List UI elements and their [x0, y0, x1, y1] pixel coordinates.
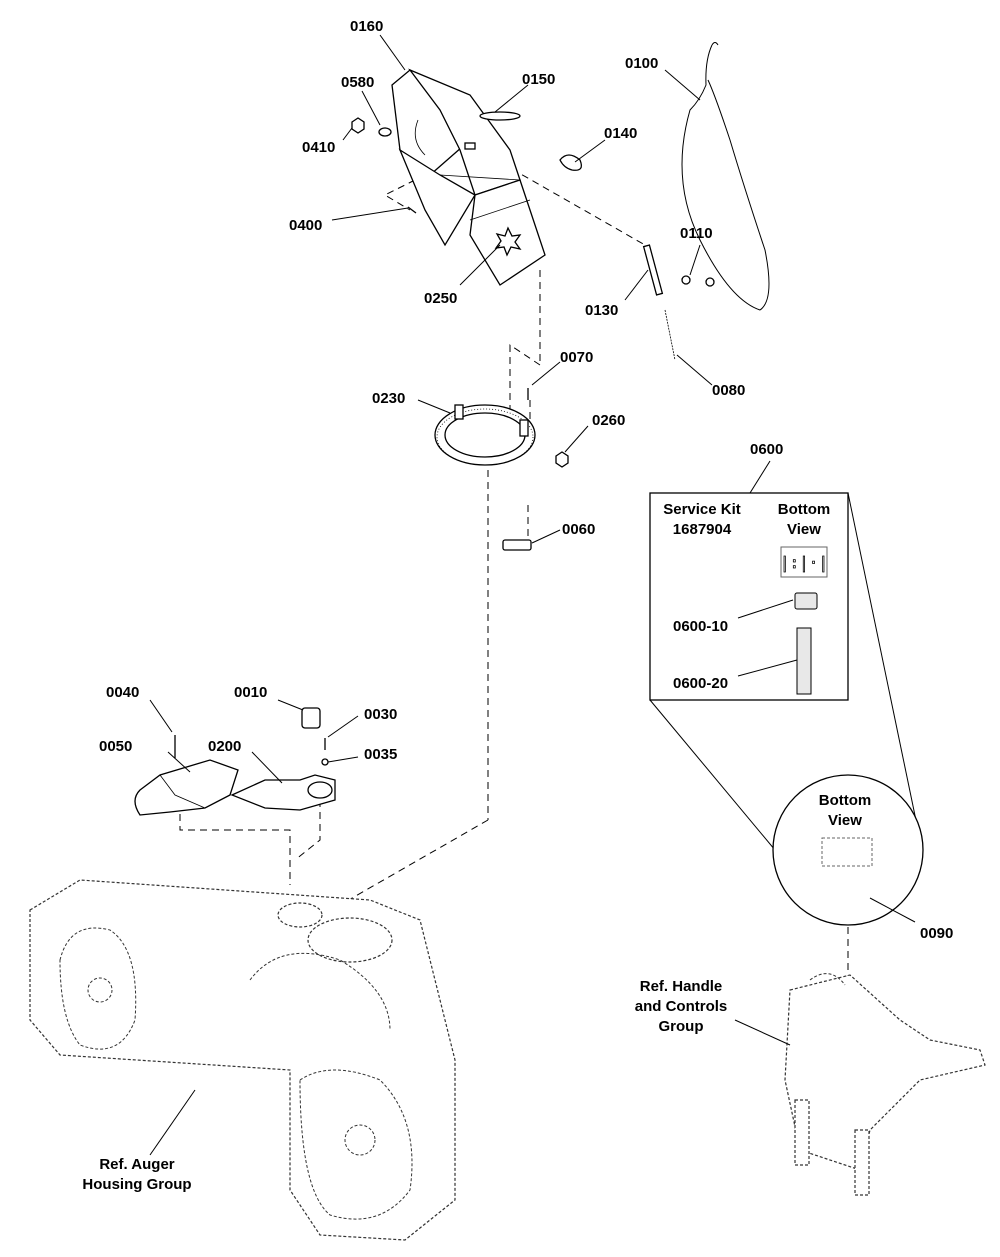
kit-bottom-view-label-2: View — [787, 521, 821, 538]
callout-0250: 0250 — [424, 290, 457, 307]
motor-cover-0050 — [134, 759, 239, 816]
callout-0040: 0040 — [106, 684, 139, 701]
harness-0600-20 — [796, 627, 812, 695]
detail-circle — [772, 774, 924, 926]
ref-auger-line1: Ref. Auger — [99, 1156, 174, 1173]
callout-0410: 0410 — [302, 139, 335, 156]
reference-labels: Ref. Auger Housing Group Ref. Handle and… — [82, 978, 727, 1193]
service-kit-text: Service Kit 1687904 Bottom View — [663, 501, 830, 538]
service-kit-number: 1687904 — [673, 521, 732, 538]
callout-0600-10: 0600-10 — [673, 618, 728, 635]
callout-0060: 0060 — [562, 521, 595, 538]
control-cable — [642, 42, 770, 361]
ref-handle-line2: and Controls — [635, 998, 728, 1015]
callout-0580: 0580 — [341, 74, 374, 91]
callout-labels: 0160 0580 0410 0150 0100 0140 0400 0110 … — [99, 18, 953, 942]
circle-bottom-view-label: Bottom — [819, 792, 872, 809]
assembly-lines — [179, 144, 849, 985]
ref-handle-line3: Group — [659, 1018, 704, 1035]
callout-0600: 0600 — [750, 441, 783, 458]
handle-controls — [784, 891, 986, 1196]
chute-deflector — [391, 68, 546, 286]
chute-hardware — [351, 111, 583, 214]
callout-0110: 0110 — [680, 225, 713, 242]
callout-0230: 0230 — [372, 390, 405, 407]
service-kit-title: Service Kit — [663, 501, 741, 518]
callout-0260: 0260 — [592, 412, 625, 429]
ref-auger-line2: Housing Group — [82, 1176, 191, 1193]
callout-0035: 0035 — [364, 746, 397, 763]
callout-0010: 0010 — [234, 684, 267, 701]
clip-0140 — [559, 154, 583, 171]
callout-0400: 0400 — [289, 217, 322, 234]
callout-0200: 0200 — [208, 738, 241, 755]
nut-0410 — [351, 117, 365, 134]
callout-0150: 0150 — [522, 71, 555, 88]
star-decal-icon — [494, 226, 522, 257]
motor-assembly — [134, 707, 336, 816]
callout-0070: 0070 — [560, 349, 593, 366]
svg-text:|:|·|: |:|·| — [780, 553, 828, 572]
chute-ring-gear — [434, 388, 569, 551]
callout-0090: 0090 — [920, 925, 953, 942]
bottom-view-frame — [780, 546, 828, 578]
circle-bottom-view-label-2: View — [828, 812, 862, 829]
nut-0260 — [555, 451, 569, 468]
kit-bottom-view-label: Bottom — [778, 501, 831, 518]
switch-0600-10 — [794, 592, 818, 610]
washer-0580 — [378, 127, 392, 137]
callout-0600-20: 0600-20 — [673, 675, 728, 692]
motor-0200 — [230, 774, 336, 811]
callout-0160: 0160 — [350, 18, 383, 35]
callout-0030: 0030 — [364, 706, 397, 723]
ref-handle-line1: Ref. Handle — [640, 978, 723, 995]
service-kit-box: |:|·| — [649, 492, 919, 851]
callout-0080: 0080 — [712, 382, 745, 399]
auger-housing — [29, 879, 456, 1241]
pinion-gear-0010 — [301, 707, 321, 729]
callout-0130: 0130 — [585, 302, 618, 319]
bracket-0060 — [502, 539, 532, 551]
callout-0140: 0140 — [604, 125, 637, 142]
detail-circle-text: Bottom View — [819, 792, 872, 829]
leader-lines — [149, 34, 916, 1156]
callout-0100: 0100 — [625, 55, 658, 72]
washer-0150 — [479, 111, 521, 121]
callout-0050: 0050 — [99, 738, 132, 755]
